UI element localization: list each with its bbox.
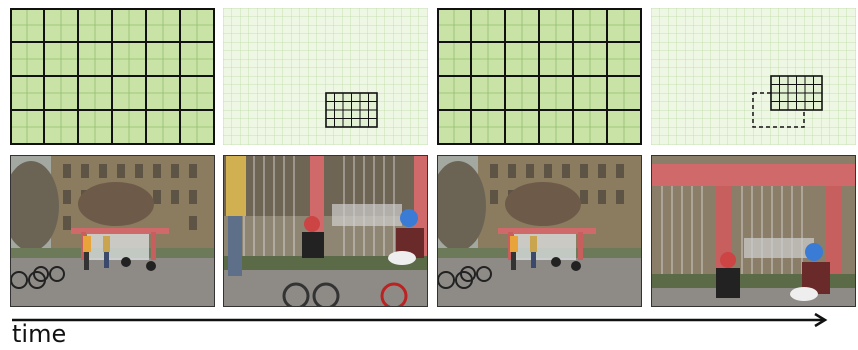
coarse-grid-panel-1 — [10, 8, 215, 145]
zoomed-scene-photo-2 — [223, 155, 428, 307]
time-label: time — [12, 320, 66, 348]
fine-grid-4 — [651, 8, 856, 145]
highlight-region — [326, 93, 377, 127]
coarse-grid-1 — [10, 8, 215, 145]
fine-grid-panel-4 — [651, 8, 856, 145]
wide-scene-photo-1 — [10, 155, 215, 307]
zoomed-scene-photo-4 — [651, 155, 856, 307]
wide-scene-photo-3 — [437, 155, 642, 307]
coarse-grid-3 — [437, 8, 642, 145]
fine-grid-panel-2 — [223, 8, 428, 145]
fine-grid-2 — [223, 8, 428, 145]
moved-region — [771, 76, 822, 110]
coarse-grid-panel-3 — [437, 8, 642, 145]
time-arrow — [8, 312, 838, 328]
